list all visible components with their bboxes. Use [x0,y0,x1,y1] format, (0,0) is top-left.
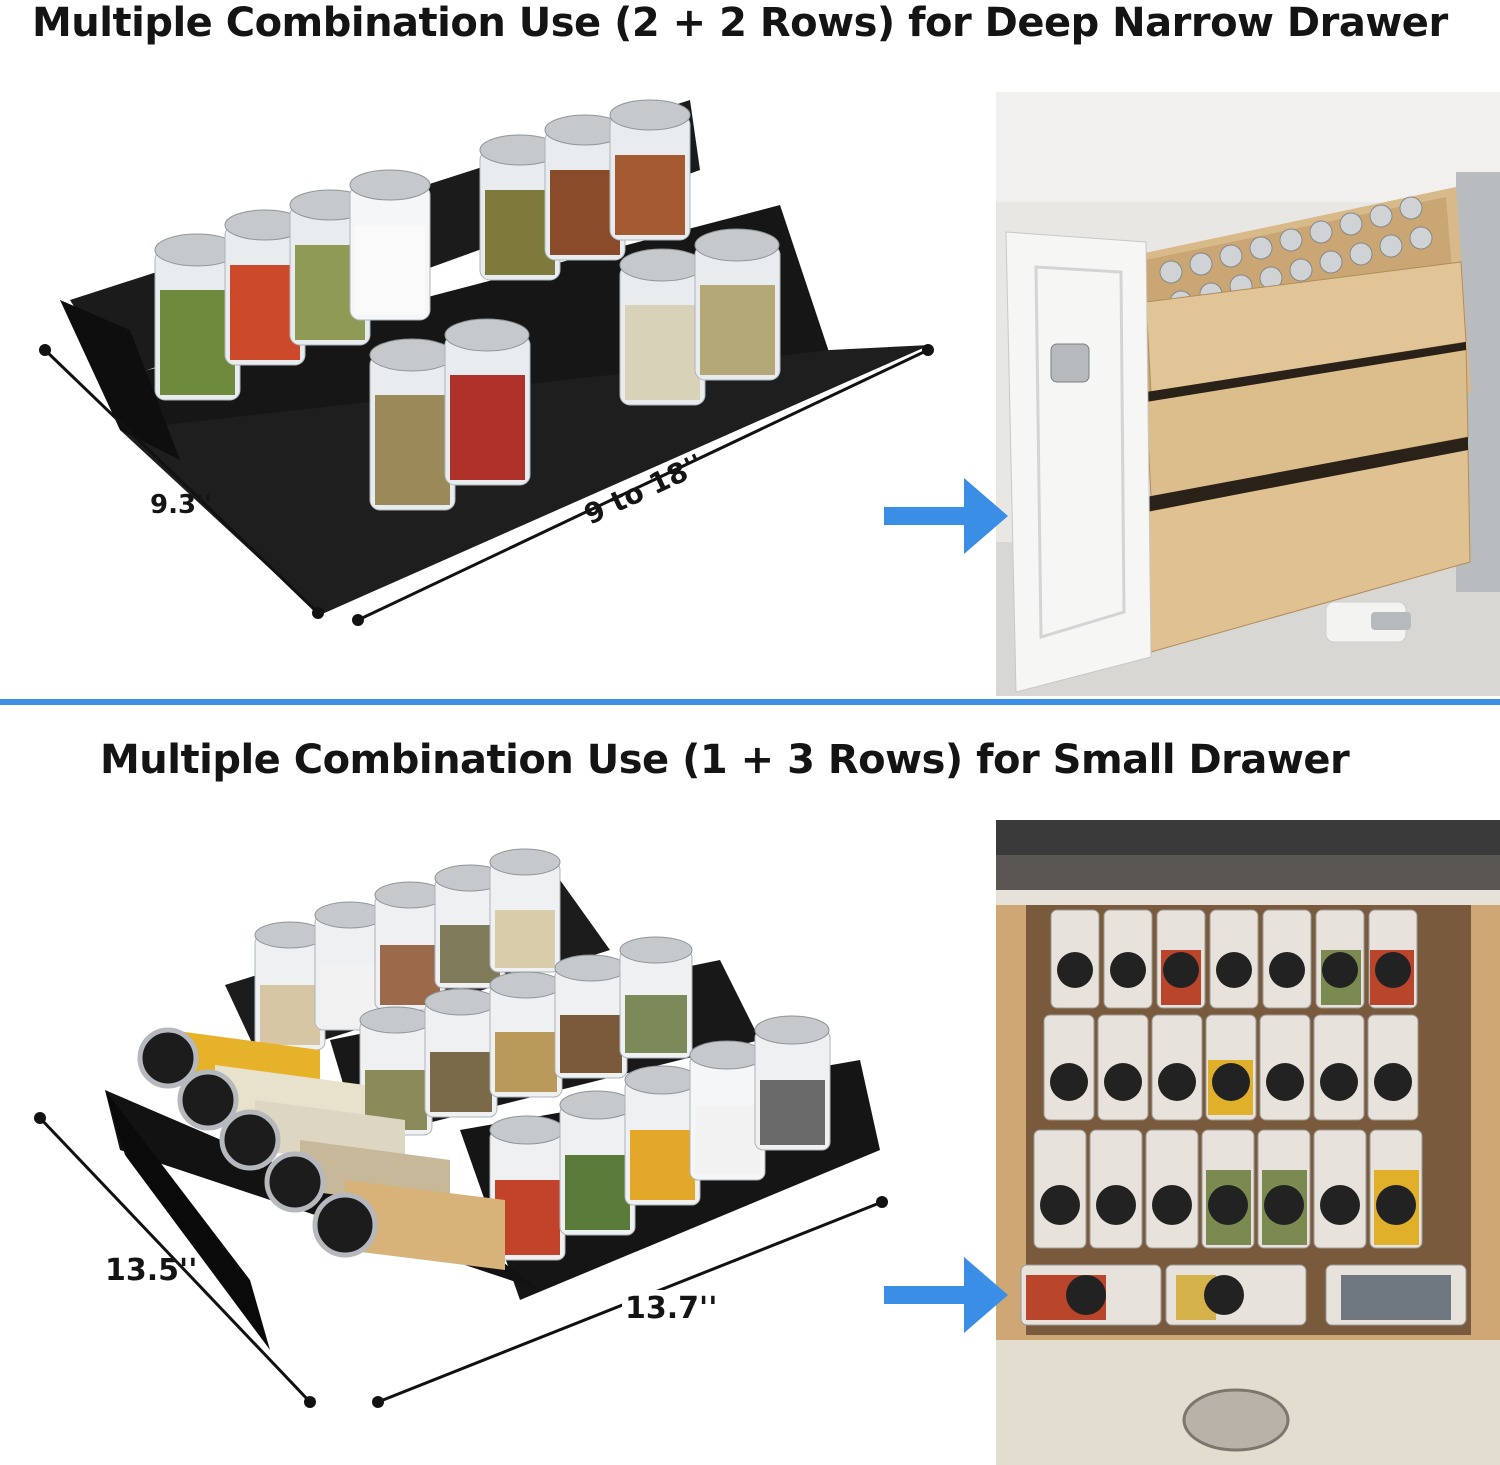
width-label: 13.7'' [625,1291,717,1326]
rack-left-lip [60,300,180,460]
depth-label: 9.3'' [150,490,212,520]
section-2-heading: Multiple Combination Use (1 + 3 Rows) fo… [100,737,1350,783]
back-row-jars [154,99,691,401]
rack-2-2-product-image: 9.3'' 9 to 18'' [0,60,960,700]
drawer-spice-jars [1020,909,1467,1326]
front-row-jars [369,228,781,511]
right-arrow-icon [884,1257,1008,1333]
front-rack-jars [137,1027,505,1270]
width-dimension-line [357,348,929,622]
rack-2-2-illustration: 9.3'' 9 to 18'' [39,99,934,626]
depth-dimension-line [43,348,320,615]
middle-tier-jars [359,936,693,1136]
section-1-heading: Multiple Combination Use (2 + 2 Rows) fo… [32,0,1448,46]
deep-narrow-drawer-photo [996,92,1500,696]
rack-1-3-product-image: 13.5'' 13.7'' [0,820,980,1465]
rack-1-3-illustration: 13.5'' 13.7'' [34,848,888,1408]
right-arrow-icon [884,478,1008,554]
small-drawer-photo [996,820,1500,1465]
depth-dimension-line [38,1116,312,1404]
depth-label: 13.5'' [105,1253,197,1288]
section-divider [0,699,1500,705]
bottom-tier-jars [489,1015,831,1261]
